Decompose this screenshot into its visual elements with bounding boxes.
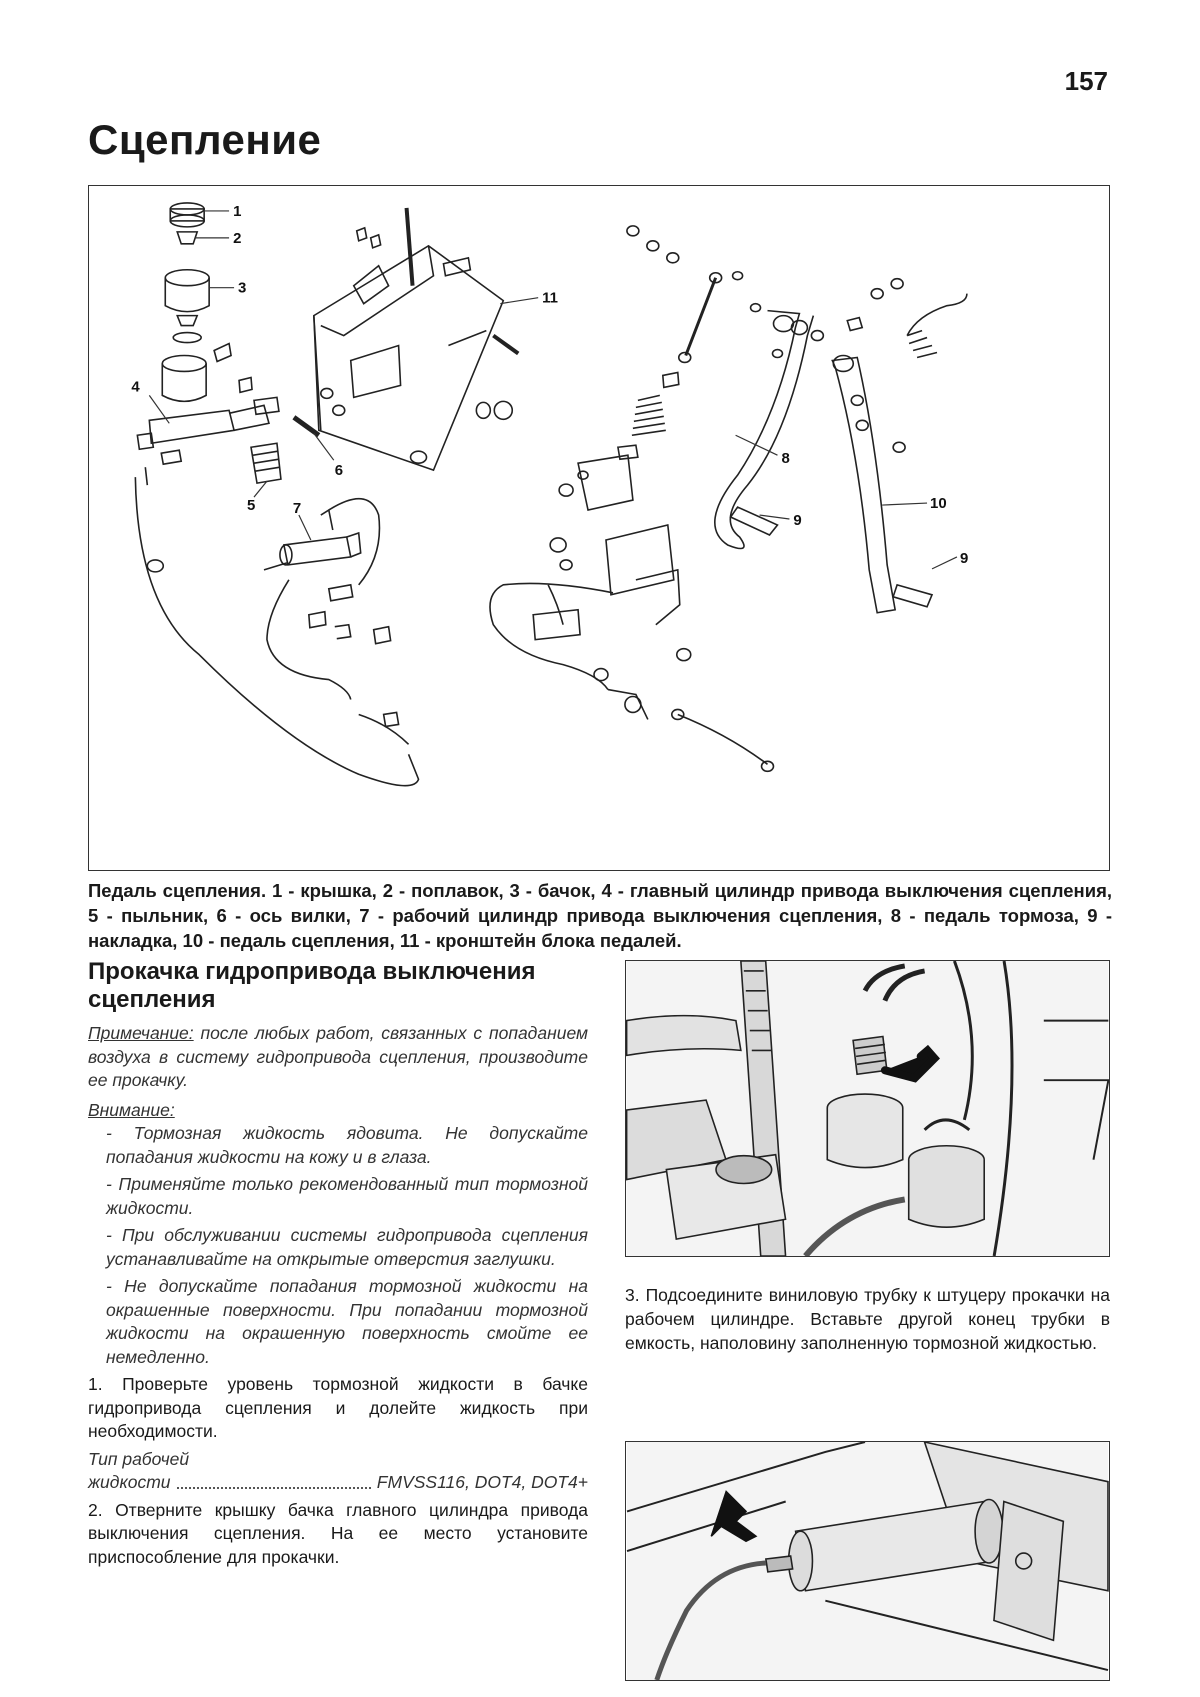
fluid-type-value: FMVSS116, DOT4, DOT4+ xyxy=(376,1472,588,1492)
callout-4: 4 xyxy=(131,378,140,395)
clutch-pedal-exploded-diagram: 1 2 3 4 5 6 7 8 9 9 10 11 xyxy=(88,185,1110,871)
callout-2: 2 xyxy=(233,230,241,247)
callout-6: 6 xyxy=(335,462,343,479)
lower-bracket-pipe-drawing xyxy=(489,524,775,773)
pedal-bracket-drawing xyxy=(313,207,520,472)
photo-vinyl-tube-on-slave-cylinder xyxy=(625,1441,1110,1681)
callout-9-lower: 9 xyxy=(960,550,968,567)
callout-11: 11 xyxy=(542,290,558,307)
step-2: 2. Отверните крышку бачка главного цилин… xyxy=(88,1499,588,1567)
page-title: Сцепление xyxy=(88,116,322,163)
fluid-type-label-2: жидкости xyxy=(88,1472,171,1492)
clutch-pedal-drawing xyxy=(831,277,968,614)
leader-dots xyxy=(176,1471,371,1489)
callout-9-upper: 9 xyxy=(793,512,801,529)
page-number: 157 xyxy=(1064,66,1108,96)
fluid-type-row: жидкости FMVSS116, DOT4, DOT4+ xyxy=(88,1471,588,1495)
callout-10: 10 xyxy=(930,495,947,512)
slave-cylinder-drawing xyxy=(263,497,410,745)
pipe-line-drawing xyxy=(134,477,420,787)
photo-bleeder-tool-on-reservoir xyxy=(625,960,1110,1257)
reservoir-assembly-drawing xyxy=(136,202,280,486)
warning-item: - Применяйте только рекомендованный тип … xyxy=(106,1174,588,1218)
callout-1: 1 xyxy=(233,203,241,220)
note-paragraph: Примечание: после любых работ, связанных… xyxy=(88,1022,588,1093)
warning-item: - Тормозная жидкость ядовита. Не допуска… xyxy=(106,1123,588,1167)
callout-5: 5 xyxy=(247,497,255,514)
note-text: после любых работ, связанных с попадание… xyxy=(88,1023,588,1090)
callout-3: 3 xyxy=(238,280,246,297)
dust-boot-drawing xyxy=(250,442,282,485)
warning-label: Внимание: xyxy=(88,1099,175,1120)
bleeding-section: Прокачка гидропривода выключения сцеплен… xyxy=(88,958,588,1573)
callout-7: 7 xyxy=(293,500,301,517)
fluid-type-label: Тип рабочей xyxy=(88,1448,190,1469)
step-3: 3. Подсоедините виниловую трубку к штуце… xyxy=(625,1285,1110,1353)
warning-item: - Не допускайте попадания тормозной жидк… xyxy=(106,1276,588,1367)
section-heading: Прокачка гидропривода выключения сцеплен… xyxy=(88,958,536,1013)
push-rod-spring-drawing xyxy=(558,271,723,512)
step-1: 1. Проверьте уровень тормозной жидкости … xyxy=(88,1374,588,1441)
note-label: Примечание: xyxy=(88,1023,194,1043)
callout-8: 8 xyxy=(781,450,789,467)
callout-leaders xyxy=(148,210,958,570)
figure-caption: Педаль сцепления. 1 - крышка, 2 - поплав… xyxy=(88,880,1112,951)
warning-item: - При обслуживании системы гидропривода … xyxy=(106,1225,588,1269)
brake-pedal-drawing xyxy=(626,225,825,550)
